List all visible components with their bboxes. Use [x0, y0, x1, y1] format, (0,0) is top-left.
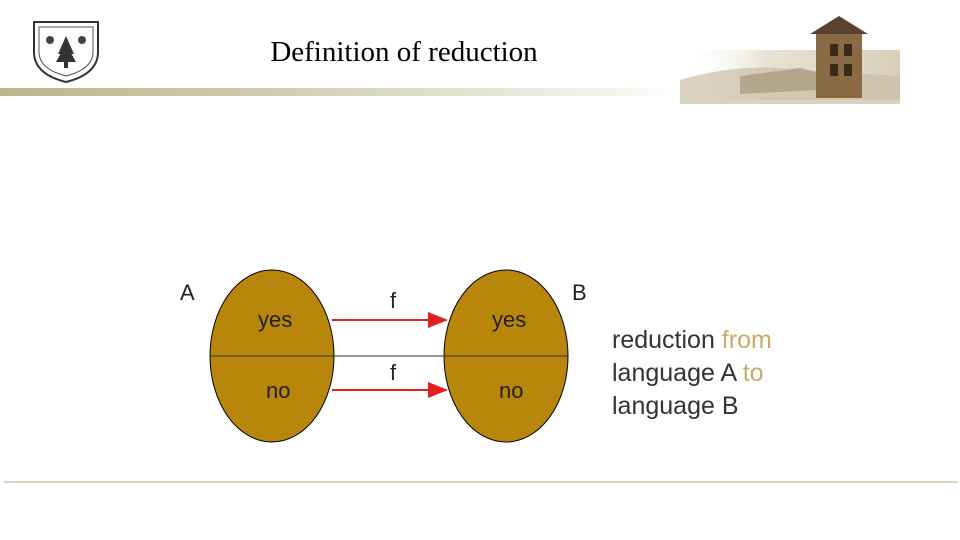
- caption-part-reduction: reduction: [612, 326, 722, 354]
- caption-part-to: to: [743, 359, 764, 387]
- set-a-no-label: no: [266, 380, 290, 402]
- arrow-top-label: f: [390, 290, 396, 312]
- caption-part-from: from: [722, 326, 772, 354]
- caption-part-language-b: language B: [612, 392, 739, 420]
- set-b-no-label: no: [499, 380, 523, 402]
- set-a-label: A: [180, 282, 195, 304]
- caption-part-language-a: language A: [612, 359, 743, 387]
- set-b-yes-label: yes: [492, 309, 526, 331]
- set-b-label: B: [572, 282, 587, 304]
- set-a-yes-label: yes: [258, 309, 292, 331]
- arrow-bottom-label: f: [390, 362, 396, 384]
